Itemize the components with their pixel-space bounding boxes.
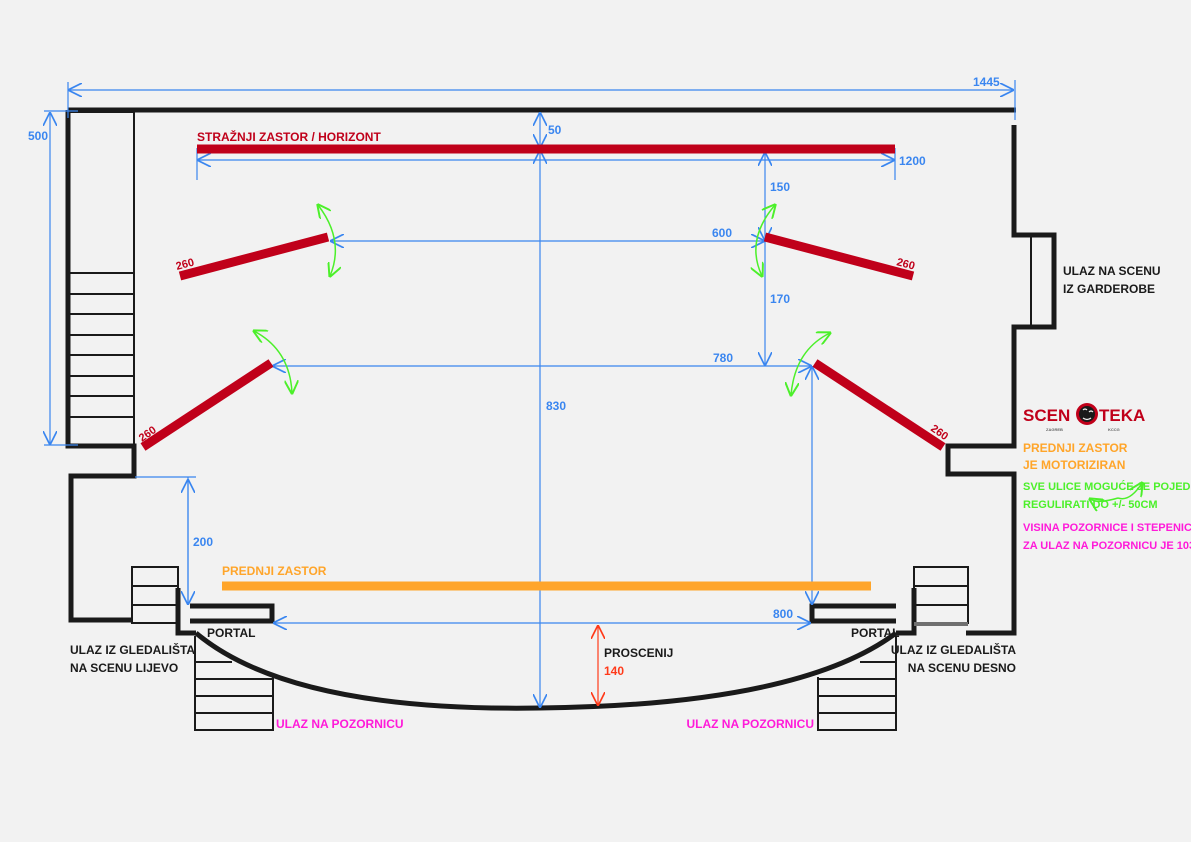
dim-label-depth: 500 <box>28 129 48 143</box>
proscenium-label: PROSCENIJ <box>604 646 673 660</box>
left-audience-stairs <box>131 566 179 624</box>
stage-stair-right-steps <box>818 661 896 714</box>
dim-label-back-gap: 50 <box>548 123 562 137</box>
back-curtain-label: STRAŽNJI ZASTOR / HORIZONT <box>197 129 381 144</box>
dim-total-width-ticks <box>67 80 1016 120</box>
dressing-entry-line2: IZ GARDEROBE <box>1063 282 1155 296</box>
note-height-line1: VISINA POZORNICE I STEPENICA <box>1023 522 1191 534</box>
stage-entry-stairs-right <box>817 636 897 731</box>
stage-stair-left-steps <box>195 661 273 714</box>
note-wings-line2: REGULIRATI DO +/- 50CM <box>1023 499 1158 511</box>
mask-face-icon <box>1082 408 1094 421</box>
logo-text-right: TEKA <box>1099 406 1145 425</box>
note-wings-line1: SVE ULICE MOGUĆE JE POJEDINAČNO <box>1023 480 1191 493</box>
stage-stair-left-frame <box>194 636 274 731</box>
proscenium-edge <box>194 630 898 711</box>
portal-right <box>809 603 896 624</box>
stage-entry-right-label: ULAZ NA POZORNICU <box>686 717 814 731</box>
logo-sub-right: KCCG <box>1108 427 1120 432</box>
swing-arrow-legend-tail <box>1090 498 1119 501</box>
left-side-stairs <box>67 111 135 447</box>
logo-text-left: SCEN <box>1023 406 1070 425</box>
dim-label-side-to-portal: 200 <box>193 535 213 549</box>
entrance-right-line2: NA SCENU DESNO <box>908 661 1016 675</box>
front-curtain-label: PREDNJI ZASTOR <box>222 564 327 578</box>
dimension-lines <box>44 80 1016 708</box>
swing-arrow-lower-left <box>254 331 292 393</box>
dim-depth-ticks <box>44 110 78 446</box>
left-audience-stair-steps <box>132 585 178 606</box>
dim-label-upper-to-lower: 170 <box>770 292 790 306</box>
portal-right-label: PORTAL <box>851 626 899 640</box>
entrance-left-line2: NA SCENU LIJEVO <box>70 661 178 675</box>
wing-label-upper-left: 260 <box>175 257 196 273</box>
entrance-left-line1: ULAZ IZ GLEDALIŠTA <box>70 642 195 657</box>
note-motorized-line2: JE MOTORIZIRAN <box>1023 458 1125 472</box>
dressing-entry-line1: ULAZ NA SCENU <box>1063 264 1161 278</box>
wing-lower-left <box>140 359 274 451</box>
wing-lower-right <box>812 359 946 451</box>
wing-upper-left <box>178 232 330 281</box>
stage-stair-right-frame <box>817 636 897 731</box>
stage-entry-left-label: ULAZ NA POZORNICU <box>276 717 404 731</box>
swing-arrow-upper-left <box>318 205 335 276</box>
dim-label-back-curtain: 1200 <box>899 154 926 168</box>
right-audience-stair-steps <box>914 585 968 606</box>
entrance-right-line1: ULAZ IZ GLEDALIŠTA <box>891 642 1016 657</box>
proscenium-depth-label: 140 <box>604 664 624 678</box>
portal-left-label: PORTAL <box>207 626 255 640</box>
right-audience-stair-frame <box>913 566 969 624</box>
left-wall-upper <box>65 110 137 623</box>
note-motorized-line1: PREDNJI ZASTOR <box>1023 441 1128 455</box>
dim-label-lower-span: 780 <box>713 351 733 365</box>
right-wall <box>945 125 1057 636</box>
swing-arrow-lower-right <box>791 333 830 395</box>
dim-label-stage-depth: 830 <box>546 399 566 413</box>
wing-label-upper-right: 260 <box>895 256 916 272</box>
left-audience-stair-frame <box>131 566 179 624</box>
left-stair-steps <box>70 272 134 418</box>
dim-label-portal-opening: 800 <box>773 607 793 621</box>
left-stair-frame <box>67 111 135 447</box>
dim-label-total-width: 1445 <box>973 75 1000 89</box>
swing-arrow-upper-right <box>756 205 775 276</box>
scenoteka-logo: SCEN TEKA ZAGREB KCCG <box>1023 403 1145 432</box>
dim-label-back-to-upper: 150 <box>770 180 790 194</box>
wing-upper-right <box>763 232 915 281</box>
right-audience-stairs <box>913 566 969 626</box>
portal-left <box>190 603 275 624</box>
logo-sub-left: ZAGREB <box>1046 427 1063 432</box>
swing-arrow-legend <box>1117 483 1142 500</box>
stage-entry-stairs-left <box>194 636 274 731</box>
dim-label-upper-span: 600 <box>712 226 732 240</box>
portal-left-step <box>175 588 196 636</box>
note-height-line2: ZA ULAZ NA POZORNICU JE 103CM <box>1023 540 1191 552</box>
